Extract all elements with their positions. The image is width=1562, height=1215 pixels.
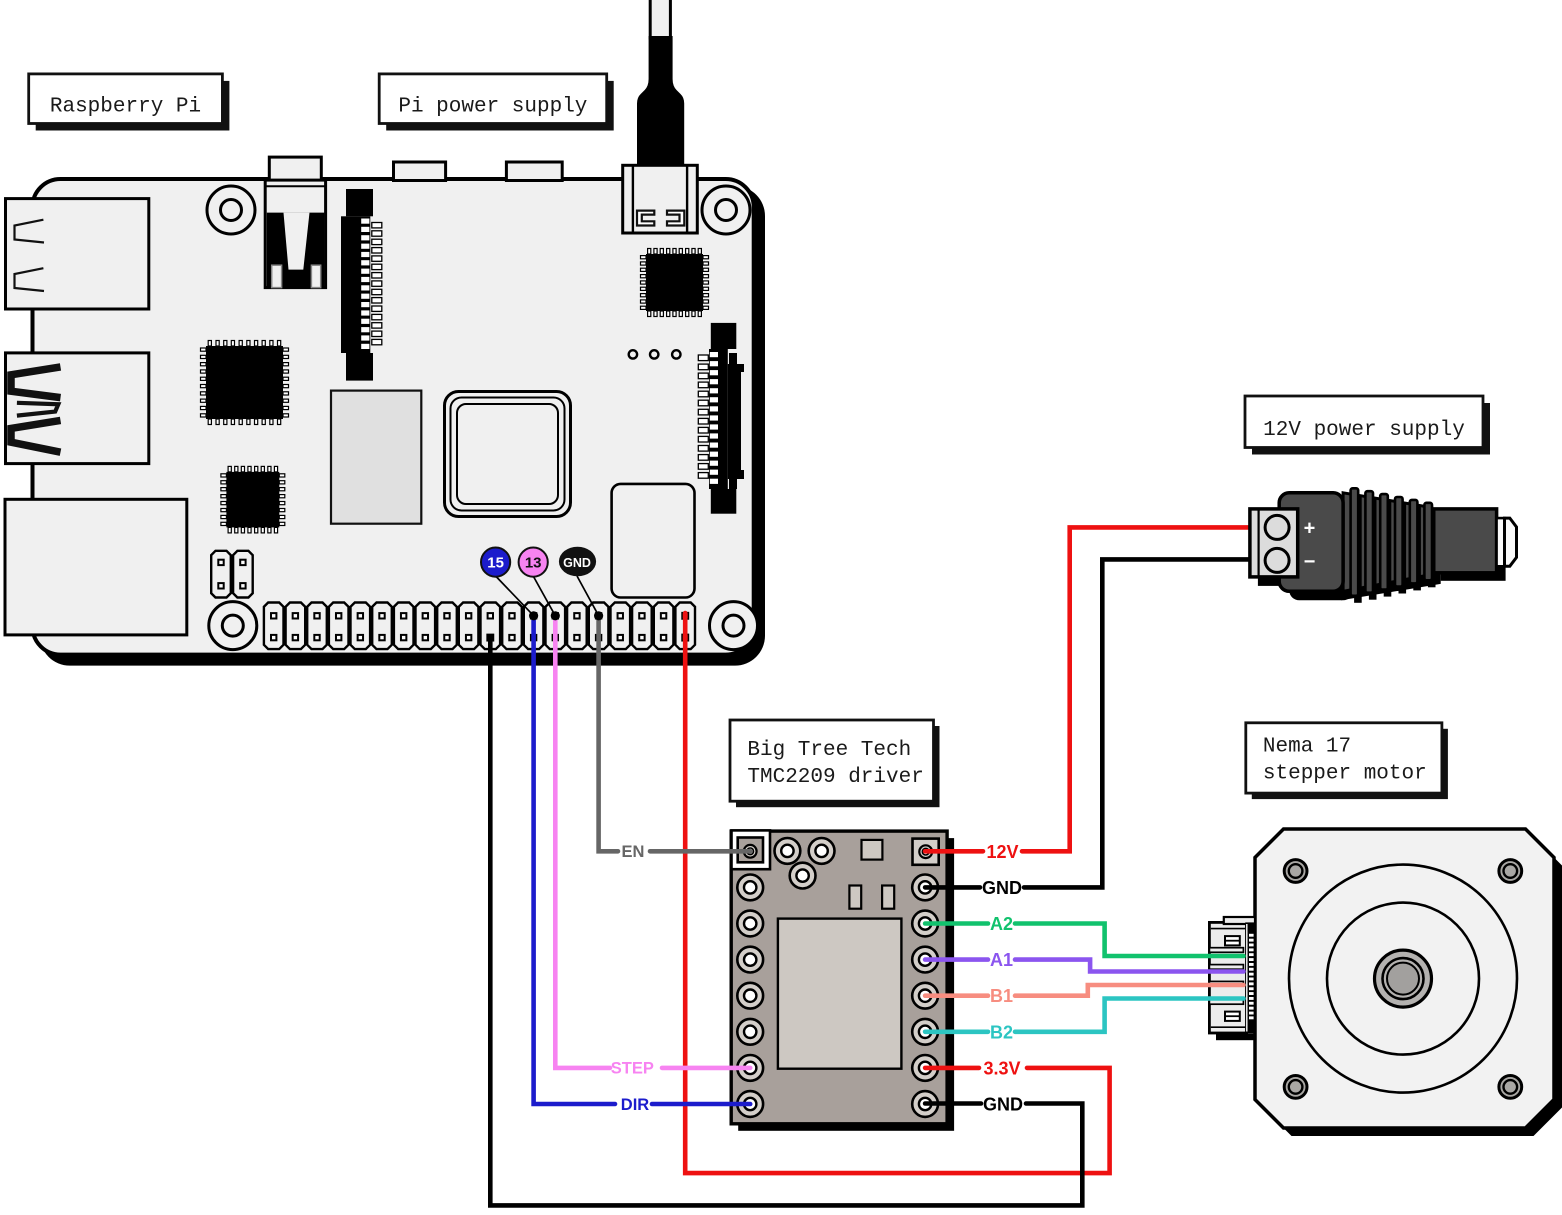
svg-text:Pi power supply: Pi power supply <box>398 96 587 119</box>
svg-text:EN: EN <box>622 843 645 861</box>
svg-text:15: 15 <box>487 554 504 571</box>
svg-text:+: + <box>1304 518 1316 540</box>
svg-text:DIR: DIR <box>621 1096 650 1114</box>
svg-text:stepper motor: stepper motor <box>1263 763 1427 786</box>
svg-text:B2: B2 <box>990 1022 1013 1042</box>
svg-text:A1: A1 <box>990 950 1013 970</box>
svg-text:TMC2209 driver: TMC2209 driver <box>747 766 923 789</box>
svg-text:GND: GND <box>563 556 591 570</box>
svg-text:3.3V: 3.3V <box>983 1058 1020 1078</box>
svg-text:B1: B1 <box>990 986 1013 1006</box>
svg-text:Nema 17: Nema 17 <box>1263 735 1351 758</box>
svg-text:GND: GND <box>983 1095 1023 1115</box>
svg-text:STEP: STEP <box>611 1060 654 1078</box>
svg-text:−: − <box>1304 551 1316 573</box>
svg-text:A2: A2 <box>990 914 1013 934</box>
svg-text:12V: 12V <box>986 842 1018 862</box>
svg-text:13: 13 <box>525 554 542 571</box>
svg-text:12V power supply: 12V power supply <box>1263 419 1465 442</box>
svg-text:GND: GND <box>982 878 1022 898</box>
svg-text:Big Tree Tech: Big Tree Tech <box>747 739 911 762</box>
svg-text:Raspberry Pi: Raspberry Pi <box>50 96 201 119</box>
